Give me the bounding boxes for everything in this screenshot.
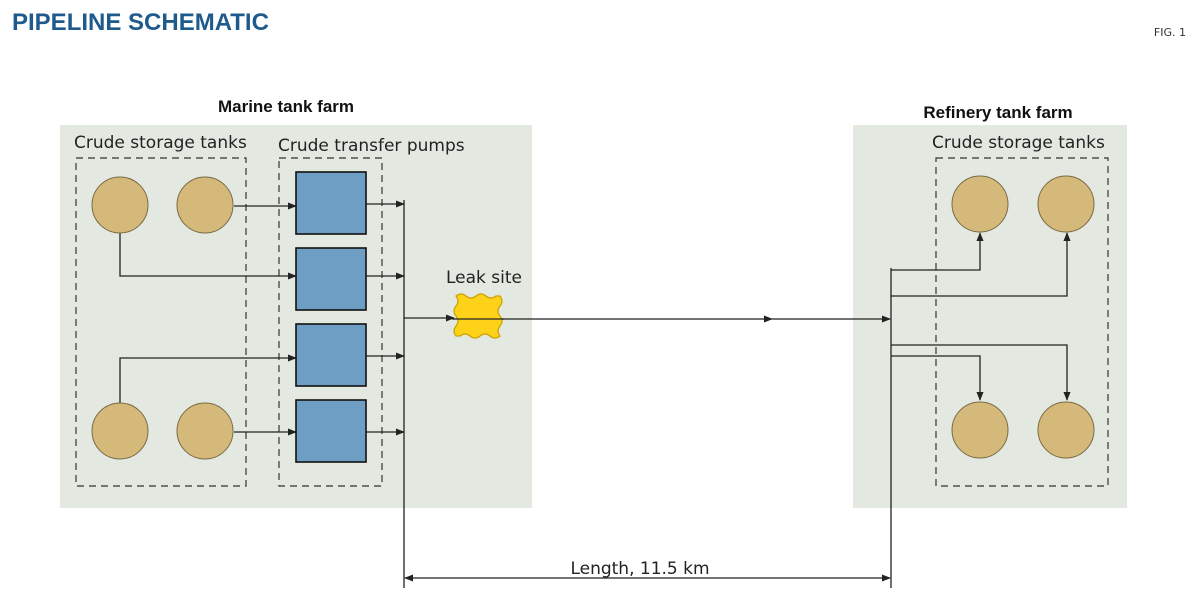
marine-tank-2 xyxy=(176,176,234,234)
marine-tank-3 xyxy=(91,402,149,460)
pipe-tank1-pump2 xyxy=(119,233,297,280)
pipe-manifold-tank-tr xyxy=(891,232,1071,297)
transfer-pump-2 xyxy=(295,247,367,311)
pipe-manifold-tank-br xyxy=(891,344,1071,401)
length-label-background xyxy=(552,556,728,576)
refinery-storage-tanks xyxy=(951,175,1095,459)
marine-tank-farm-title: Marine tank farm xyxy=(218,97,354,116)
refinery-tank-3 xyxy=(951,401,1009,459)
refinery-piping xyxy=(890,232,1071,588)
figure-label: FIG. 1 xyxy=(1154,26,1186,39)
page-title: PIPELINE SCHEMATIC xyxy=(12,9,269,36)
transfer-pump-3 xyxy=(295,323,367,387)
refinery-tank-4 xyxy=(1037,401,1095,459)
marine-tank-4 xyxy=(176,402,234,460)
pipe-manifold-tank-bl xyxy=(891,355,984,401)
leak-site-marker xyxy=(453,293,503,339)
marine-storage-tanks xyxy=(91,176,234,460)
transfer-pumps xyxy=(295,171,367,463)
transfer-pump-1 xyxy=(295,171,367,235)
marine-piping xyxy=(119,200,891,588)
transfer-pumps-label: Crude transfer pumps xyxy=(278,136,465,156)
pipe-tank3-pump3 xyxy=(119,354,297,403)
refinery-storage-group-box xyxy=(935,157,1109,487)
transfer-pumps-group-box xyxy=(278,157,383,487)
marine-tank-1 xyxy=(91,176,149,234)
transfer-pump-4 xyxy=(295,399,367,463)
refinery-tank-1 xyxy=(951,175,1009,233)
marine-storage-group-box xyxy=(75,157,247,487)
refinery-storage-label: Crude storage tanks xyxy=(932,133,1105,153)
refinery-tank-farm-title: Refinery tank farm xyxy=(923,103,1072,122)
leak-site-label: Leak site xyxy=(446,268,522,288)
pipe-manifold-tank-tl xyxy=(891,232,984,271)
length-dimension-label: Length, 11.5 km xyxy=(570,559,709,579)
marine-storage-label: Crude storage tanks xyxy=(74,133,247,153)
refinery-tank-2 xyxy=(1037,175,1095,233)
